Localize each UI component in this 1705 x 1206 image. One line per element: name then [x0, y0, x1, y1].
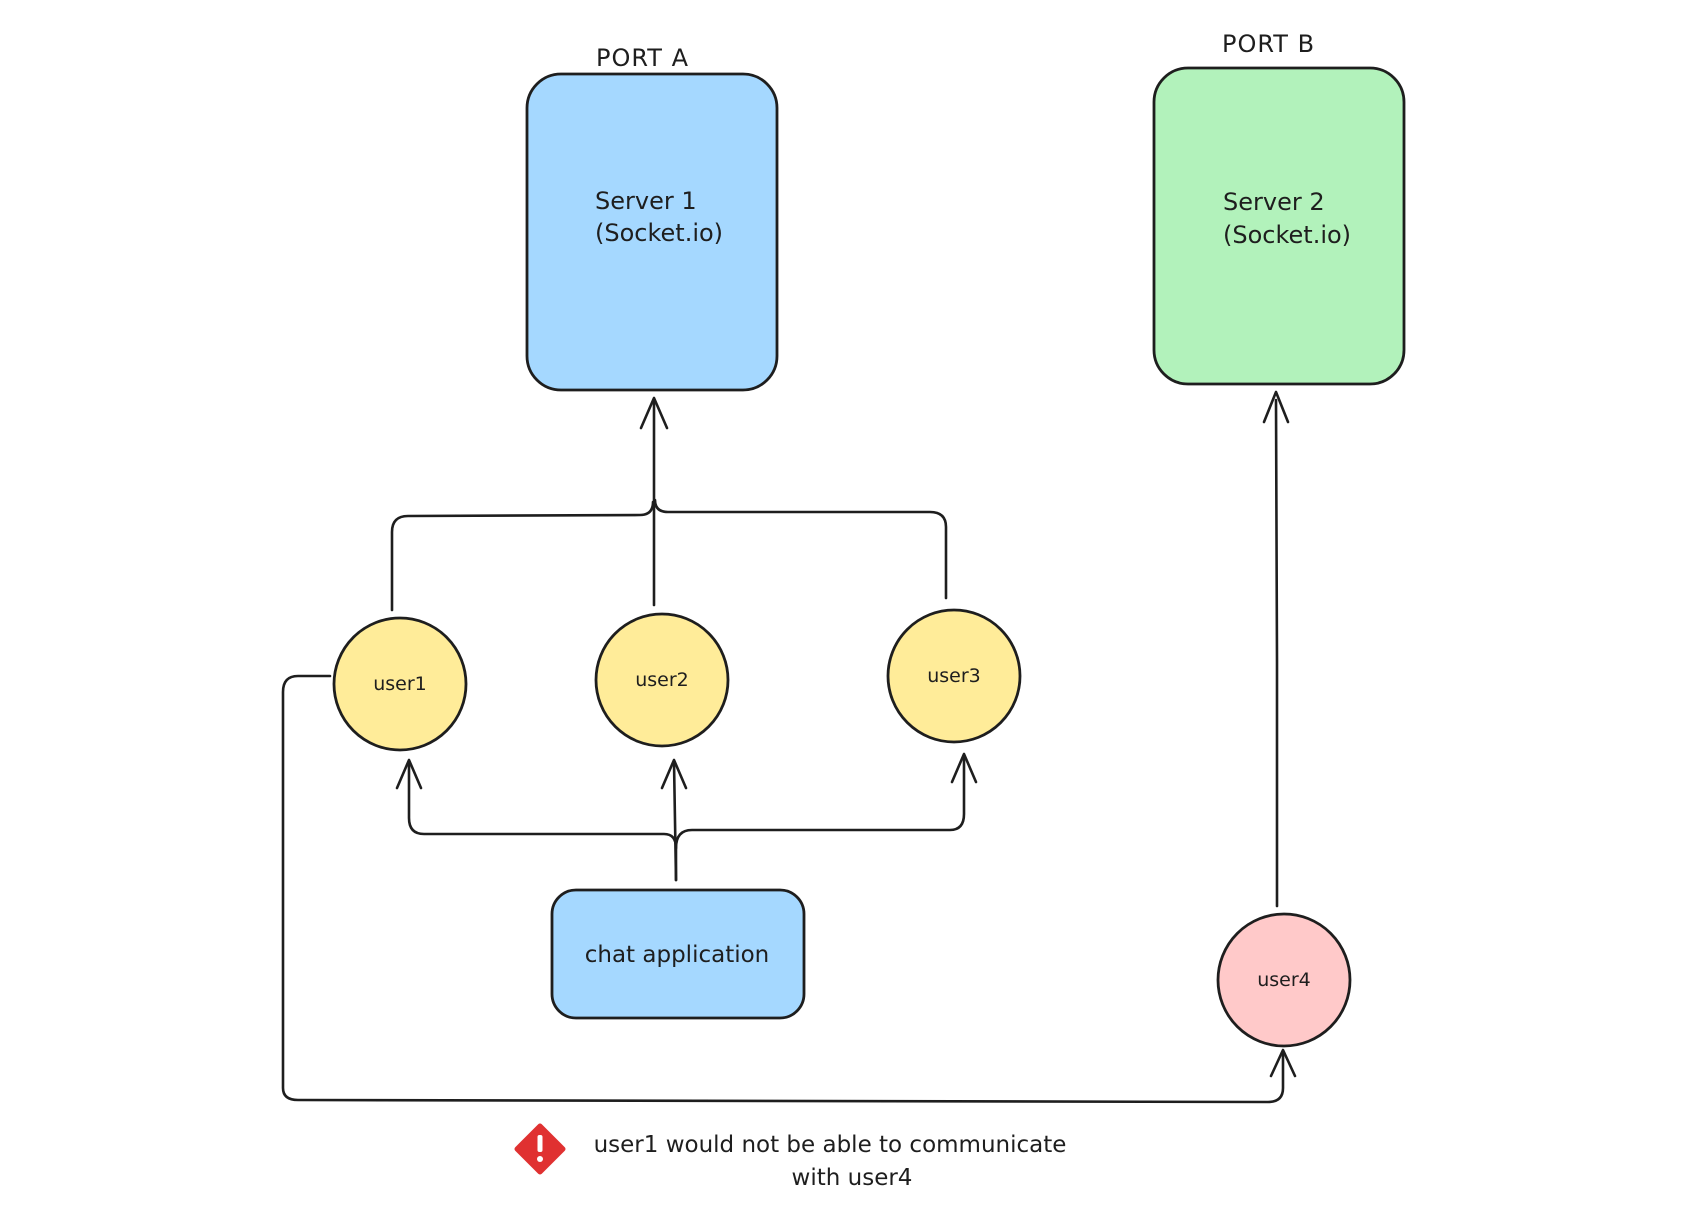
user-2-label: user2: [635, 669, 689, 691]
warning-text-line-1: user1 would not be able to communicate: [594, 1132, 1067, 1158]
warning-note: user1 would not be able to communicate w…: [514, 1123, 1067, 1191]
server-2-title: Server 2: [1223, 188, 1325, 216]
user-3-circle: [886, 608, 1022, 744]
server-1-box: [525, 72, 779, 392]
server-2-subtitle: (Socket.io): [1223, 221, 1351, 249]
chat-application-node: chat application: [550, 888, 806, 1020]
user-2-node: user2: [594, 612, 730, 748]
server1-arrowhead: [639, 396, 669, 430]
port-b-label: PORT B: [1222, 30, 1315, 58]
server-2-box: [1152, 66, 1406, 386]
user-4-node: user4: [1216, 912, 1352, 1048]
user-4-circle: [1216, 912, 1352, 1048]
user4-to-server2-connector: [1262, 390, 1290, 908]
chat-application-label: chat application: [585, 942, 770, 968]
user-1-label: user1: [373, 673, 427, 695]
user2-arrowhead: [660, 758, 688, 790]
user3-arrowhead: [950, 752, 978, 784]
server-1-title: Server 1: [595, 187, 697, 215]
app-to-users-connector: [395, 752, 978, 882]
server-2-node: Server 2 (Socket.io): [1152, 66, 1406, 386]
server-1-node: Server 1 (Socket.io): [525, 72, 779, 392]
user-4-label: user4: [1257, 969, 1311, 991]
chat-application-box: [550, 888, 806, 1020]
user-3-node: user3: [886, 608, 1022, 744]
users-to-server1-connector: [390, 396, 948, 612]
user-3-label: user3: [927, 665, 981, 687]
server2-arrowhead: [1262, 390, 1290, 424]
user-1-node: user1: [332, 616, 468, 752]
port-a-label: PORT A: [596, 44, 689, 72]
user1-arrowhead: [395, 758, 423, 790]
user1-to-user4-connector: [281, 674, 1297, 1104]
user-2-circle: [594, 612, 730, 748]
server-1-subtitle: (Socket.io): [595, 219, 723, 247]
user-1-circle: [332, 616, 468, 752]
warning-icon: [514, 1123, 566, 1175]
user4-arrowhead: [1269, 1048, 1297, 1078]
warning-text-line-2: with user4: [792, 1165, 913, 1191]
